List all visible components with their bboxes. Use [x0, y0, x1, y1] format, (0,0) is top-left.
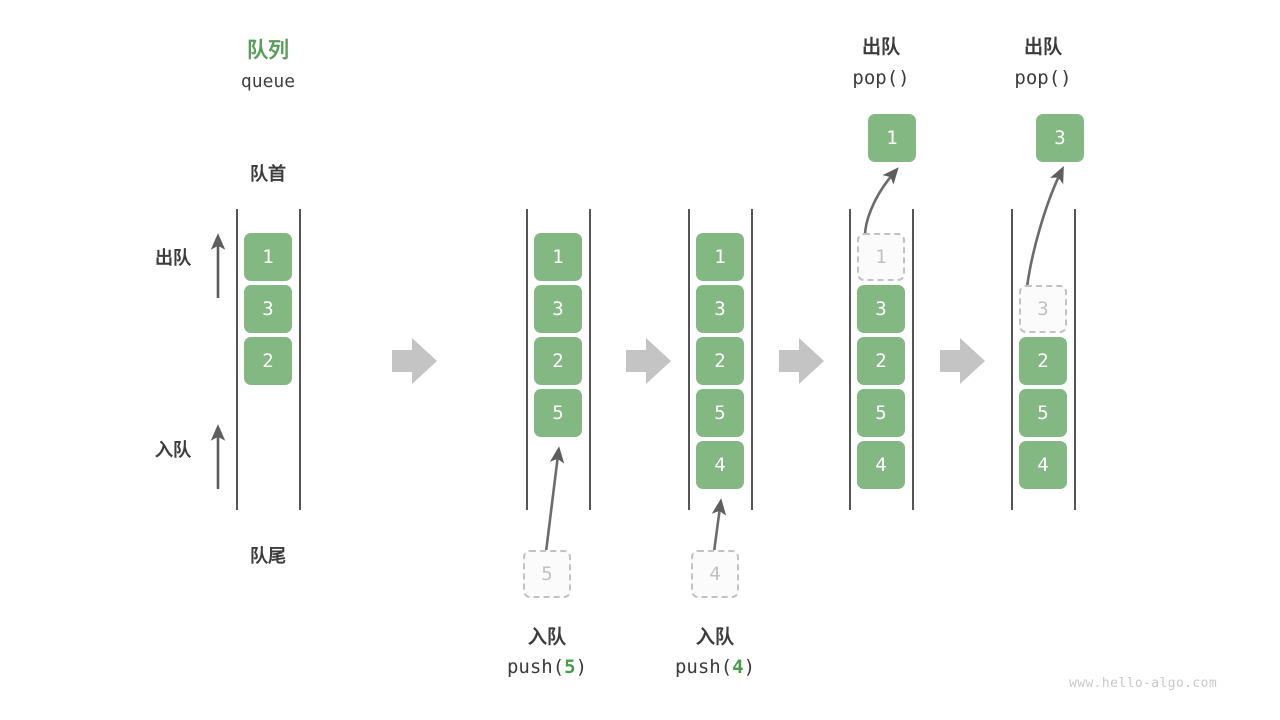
popped-cell: 3	[1036, 114, 1084, 162]
popped-ghost-cell: 1	[857, 233, 905, 281]
queue-cell: 4	[857, 441, 905, 489]
step-arrow-2	[626, 338, 671, 384]
watermark: www.hello-algo.com	[1069, 676, 1218, 691]
queue-title-cn: 队列	[188, 34, 348, 64]
push-op-prefix: push(	[674, 656, 733, 678]
step-arrow-1	[392, 338, 437, 384]
push-motion-arrow-5	[544, 446, 565, 553]
queue-cell: 2	[696, 337, 744, 385]
push-op-label-code: push(5)	[487, 656, 607, 678]
queue-rail-left-1	[236, 209, 238, 510]
queue-rail-left-3	[688, 209, 690, 510]
dequeue-direction-label: 出队	[155, 248, 191, 269]
push-motion-arrow-4	[711, 498, 727, 553]
push-op-label-code: push(4)	[655, 656, 775, 678]
queue-title-en: queue	[188, 71, 348, 92]
queue-cell: 1	[696, 233, 744, 281]
enqueue-direction-label: 入队	[155, 440, 191, 461]
queue-cell: 3	[857, 285, 905, 333]
push-source-cell: 4	[691, 550, 739, 598]
push-op-suffix: )	[743, 656, 756, 678]
queue-rail-left-5	[1011, 209, 1013, 510]
queue-cell: 5	[534, 389, 582, 437]
queue-cell: 2	[244, 337, 292, 385]
queue-cell: 2	[534, 337, 582, 385]
step-arrow-3	[779, 338, 824, 384]
queue-cell: 5	[696, 389, 744, 437]
queue-cell: 1	[244, 233, 292, 281]
pop-motion-arrow-3	[1025, 166, 1064, 288]
queue-rail-left-4	[849, 209, 851, 510]
queue-cell: 3	[696, 285, 744, 333]
queue-rail-right-4	[912, 209, 914, 510]
push-op-value: 4	[732, 656, 744, 678]
push-op-suffix: )	[575, 656, 588, 678]
queue-cell: 5	[857, 389, 905, 437]
queue-title-en-text: queue	[240, 71, 296, 92]
queue-rail-left-2	[526, 209, 528, 510]
queue-title-cn-text: 队列	[247, 38, 289, 62]
front-label: 队首	[250, 164, 286, 185]
step-arrow-4	[940, 338, 985, 384]
popped-ghost-cell: 3	[1019, 285, 1067, 333]
push-op-value: 5	[564, 656, 576, 678]
pop-op-label-code: pop()	[1014, 67, 1072, 89]
queue-cell: 4	[1019, 441, 1067, 489]
pop-op-label-cn: 出队	[1023, 36, 1062, 58]
push-op-label-cn: 入队	[527, 626, 566, 648]
queue-rail-right-2	[589, 209, 591, 510]
queue-cell: 2	[857, 337, 905, 385]
queue-rail-right-3	[751, 209, 753, 510]
queue-cell: 3	[244, 285, 292, 333]
queue-cell: 4	[696, 441, 744, 489]
rear-label: 队尾	[250, 546, 286, 567]
push-source-cell: 5	[523, 550, 571, 598]
queue-cell: 2	[1019, 337, 1067, 385]
push-op-label-cn: 入队	[695, 626, 734, 648]
queue-cell: 1	[534, 233, 582, 281]
queue-rail-right-5	[1074, 209, 1076, 510]
push-op-prefix: push(	[506, 656, 565, 678]
pop-op-label-code: pop()	[852, 67, 910, 89]
pop-op-label-cn: 出队	[861, 36, 900, 58]
queue-rail-right-1	[299, 209, 301, 510]
popped-cell: 1	[868, 114, 916, 162]
queue-cell: 3	[534, 285, 582, 333]
queue-cell: 5	[1019, 389, 1067, 437]
